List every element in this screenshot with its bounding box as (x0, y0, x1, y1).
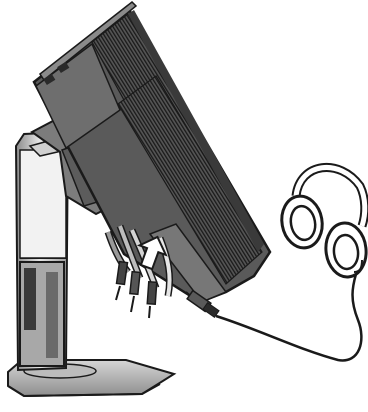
headphones-icon (278, 167, 368, 278)
stand-icon (16, 132, 68, 370)
headphone-cable (216, 274, 361, 360)
